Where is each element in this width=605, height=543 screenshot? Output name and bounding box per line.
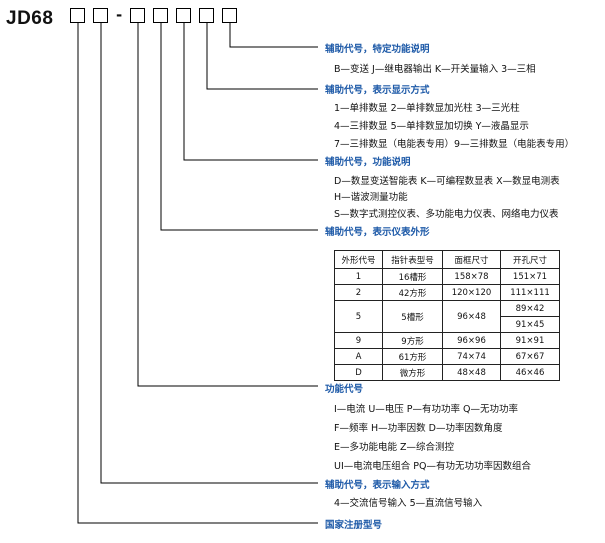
table-header-cell: 面框尺寸 [442,250,501,269]
table-cell-code: D [334,364,383,381]
table-row: 2 42方形 120×120 111×111 [334,284,560,301]
display-mode-line: 4—三排数显 5—单排数显加切换 Y—液晶显示 [334,121,529,132]
function-desc-line: H—谐波测量功能 [334,192,408,203]
table-header-row: 外形代号 指针表型号 面框尺寸 开孔尺寸 [334,250,560,269]
model-prefix: JD68 [6,8,54,29]
table-cell-pointer: 16槽形 [382,268,443,285]
table-row: 1 16槽形 158×78 151×71 [334,268,560,285]
table-cell-frame: 158×78 [442,268,501,285]
table-cell-pointer: 9方形 [382,332,443,349]
table-cell-cutout: 89×42 [500,300,560,317]
function-code-line: UI—电流电压组合 PQ—有功无功功率因数组合 [334,461,531,472]
heading-registration: 国家注册型号 [325,520,383,531]
heading-input-mode: 辅助代号，表示输入方式 [325,480,430,491]
table-cell-pointer: 5槽形 [382,300,443,333]
connector-special [229,22,318,48]
heading-function-desc: 辅助代号，功能说明 [325,157,411,168]
function-code-line: I—电流 U—电压 P—有功功率 Q—无功功率 [334,404,519,415]
connector-registration [77,22,318,524]
table-row: A 61方形 74×74 67×67 [334,348,560,365]
heading-display-mode: 辅助代号，表示显示方式 [325,85,430,96]
table-header-cell: 指针表型号 [382,250,443,269]
shape-table: 外形代号 指针表型号 面框尺寸 开孔尺寸 1 16槽形 158×78 151×7… [334,250,560,381]
heading-function-code: 功能代号 [325,384,364,395]
display-mode-line: 7—三排数显（电能表专用）9—三排数显（电能表专用） [334,139,575,150]
function-code-line: E—多功能电能 Z—综合测控 [334,442,455,453]
table-cell-cutout: 91×91 [500,332,560,349]
table-cell-cutout: 46×46 [500,364,560,381]
table-cell-cutout: 91×45 [500,316,560,333]
heading-meter-shape: 辅助代号，表示仪表外形 [325,227,430,238]
table-cell-pointer: 微方形 [382,364,443,381]
table-cell-code: 5 [334,300,383,333]
table-cell-frame: 48×48 [442,364,501,381]
table-cell-frame: 96×48 [442,300,501,333]
connector-shape [160,22,318,231]
function-desc-line: S—数字式测控仪表、多功能电力仪表、网络电力仪表 [334,209,559,220]
table-row: 5 5槽形 96×48 89×42 [334,300,560,333]
table-header-cell: 外形代号 [334,250,383,269]
connector-display [206,22,318,90]
connector-input [100,22,318,484]
function-code-line: F—频率 H—功率因数 D—功率因数角度 [334,423,503,434]
table-cell-code: 9 [334,332,383,349]
table-cell-cutout: 67×67 [500,348,560,365]
model-dash: - [116,6,123,24]
table-cell-pointer: 61方形 [382,348,443,365]
heading-special-function: 辅助代号，特定功能说明 [325,44,430,55]
table-cell-cutout: 151×71 [500,268,560,285]
table-row: D 微方形 48×48 46×46 [334,364,560,381]
table-cell-frame: 96×96 [442,332,501,349]
function-desc-line: D—数显变送智能表 K—可编程数显表 X—数显电测表 [334,176,560,187]
table-row: 9 9方形 96×96 91×91 [334,332,560,349]
table-cell-code: 2 [334,284,383,301]
table-cell-code: A [334,348,383,365]
table-cell-pointer: 42方形 [382,284,443,301]
table-cell-frame: 74×74 [442,348,501,365]
table-cell-code: 1 [334,268,383,285]
connector-function [137,22,318,387]
table-cell-cutout: 111×111 [500,284,560,301]
table-cell-frame: 120×120 [442,284,501,301]
input-mode-line: 4—交流信号输入 5—直流信号输入 [334,498,483,509]
table-header-cell: 开孔尺寸 [500,250,560,269]
display-mode-line: 1—单排数显 2—单排数显加光柱 3—三光柱 [334,103,520,114]
connector-function-desc [183,22,318,161]
special-function-line: B—变送 J—继电器输出 K—开关量输入 3—三相 [334,64,536,75]
